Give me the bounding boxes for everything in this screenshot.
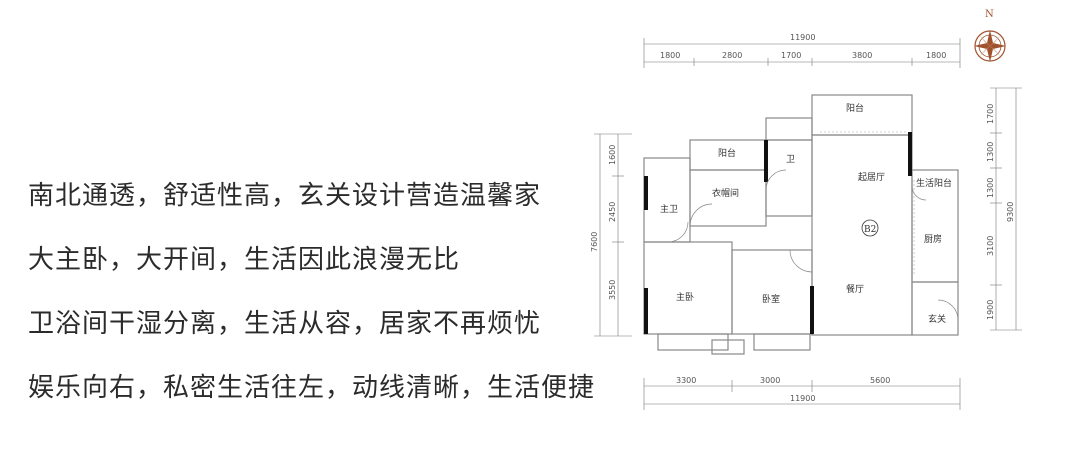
- room-master-bedroom: 主卧: [676, 291, 694, 303]
- dim-bottom-2: 3000: [760, 376, 780, 385]
- copy-line-1: 南北通透，舒适性高，玄关设计营造温馨家: [28, 181, 542, 211]
- dim-top-total: 11900: [790, 33, 815, 42]
- room-balcony-left: 阳台: [718, 147, 736, 159]
- dim-right-total: 9300: [1006, 202, 1015, 222]
- dim-left-2: 2450: [608, 202, 617, 222]
- compass-icon: N: [974, 9, 1006, 62]
- room-master-bath: 主卫: [660, 203, 678, 215]
- room-living: 起居厅: [858, 172, 885, 183]
- dim-top-1: 1800: [660, 51, 680, 60]
- room-cloakroom: 衣帽间: [712, 187, 739, 199]
- unit-code: B2: [864, 225, 876, 235]
- dim-right-1: 1700: [986, 104, 995, 124]
- dim-right-5: 1900: [986, 300, 995, 320]
- room-kitchen: 厨房: [924, 233, 942, 245]
- dim-bottom-total: 11900: [790, 394, 815, 403]
- dim-left-3: 3550: [608, 280, 617, 300]
- room-life-balcony: 生活阳台: [916, 177, 952, 189]
- dim-top-4: 3800: [852, 51, 872, 60]
- room-balcony-top: 阳台: [846, 102, 864, 114]
- dim-right-3: 1300: [986, 178, 995, 198]
- copy-line-3: 卫浴间干湿分离，生活从容，居家不再烦忧: [28, 309, 542, 339]
- dim-top-2: 2800: [722, 51, 742, 60]
- copy-line-2: 大主卧，大开间，生活因此浪漫无比: [28, 245, 461, 275]
- dim-top-3: 1700: [781, 51, 801, 60]
- room-bedroom: 卧室: [762, 293, 780, 305]
- dim-left-total: 7600: [590, 232, 599, 252]
- dim-left-1: 1600: [608, 145, 617, 165]
- dim-right-2: 1300: [986, 142, 995, 162]
- dim-bottom-3: 5600: [870, 376, 890, 385]
- room-foyer: 玄关: [928, 313, 946, 325]
- unit-badge: [861, 219, 879, 237]
- room-dining: 餐厅: [846, 283, 864, 295]
- north-label: N: [985, 9, 994, 20]
- room-bath: 卫: [786, 155, 795, 165]
- dim-top-5: 1800: [926, 51, 946, 60]
- dim-right-4: 3100: [986, 236, 995, 256]
- copy-line-4: 娱乐向右，私密生活往左，动线清晰，生活便捷: [28, 373, 596, 403]
- copy-block: 南北通透，舒适性高，玄关设计营造温馨家 大主卧，大开间，生活因此浪漫无比 卫浴间…: [28, 170, 648, 426]
- dim-bottom-1: 3300: [676, 376, 696, 385]
